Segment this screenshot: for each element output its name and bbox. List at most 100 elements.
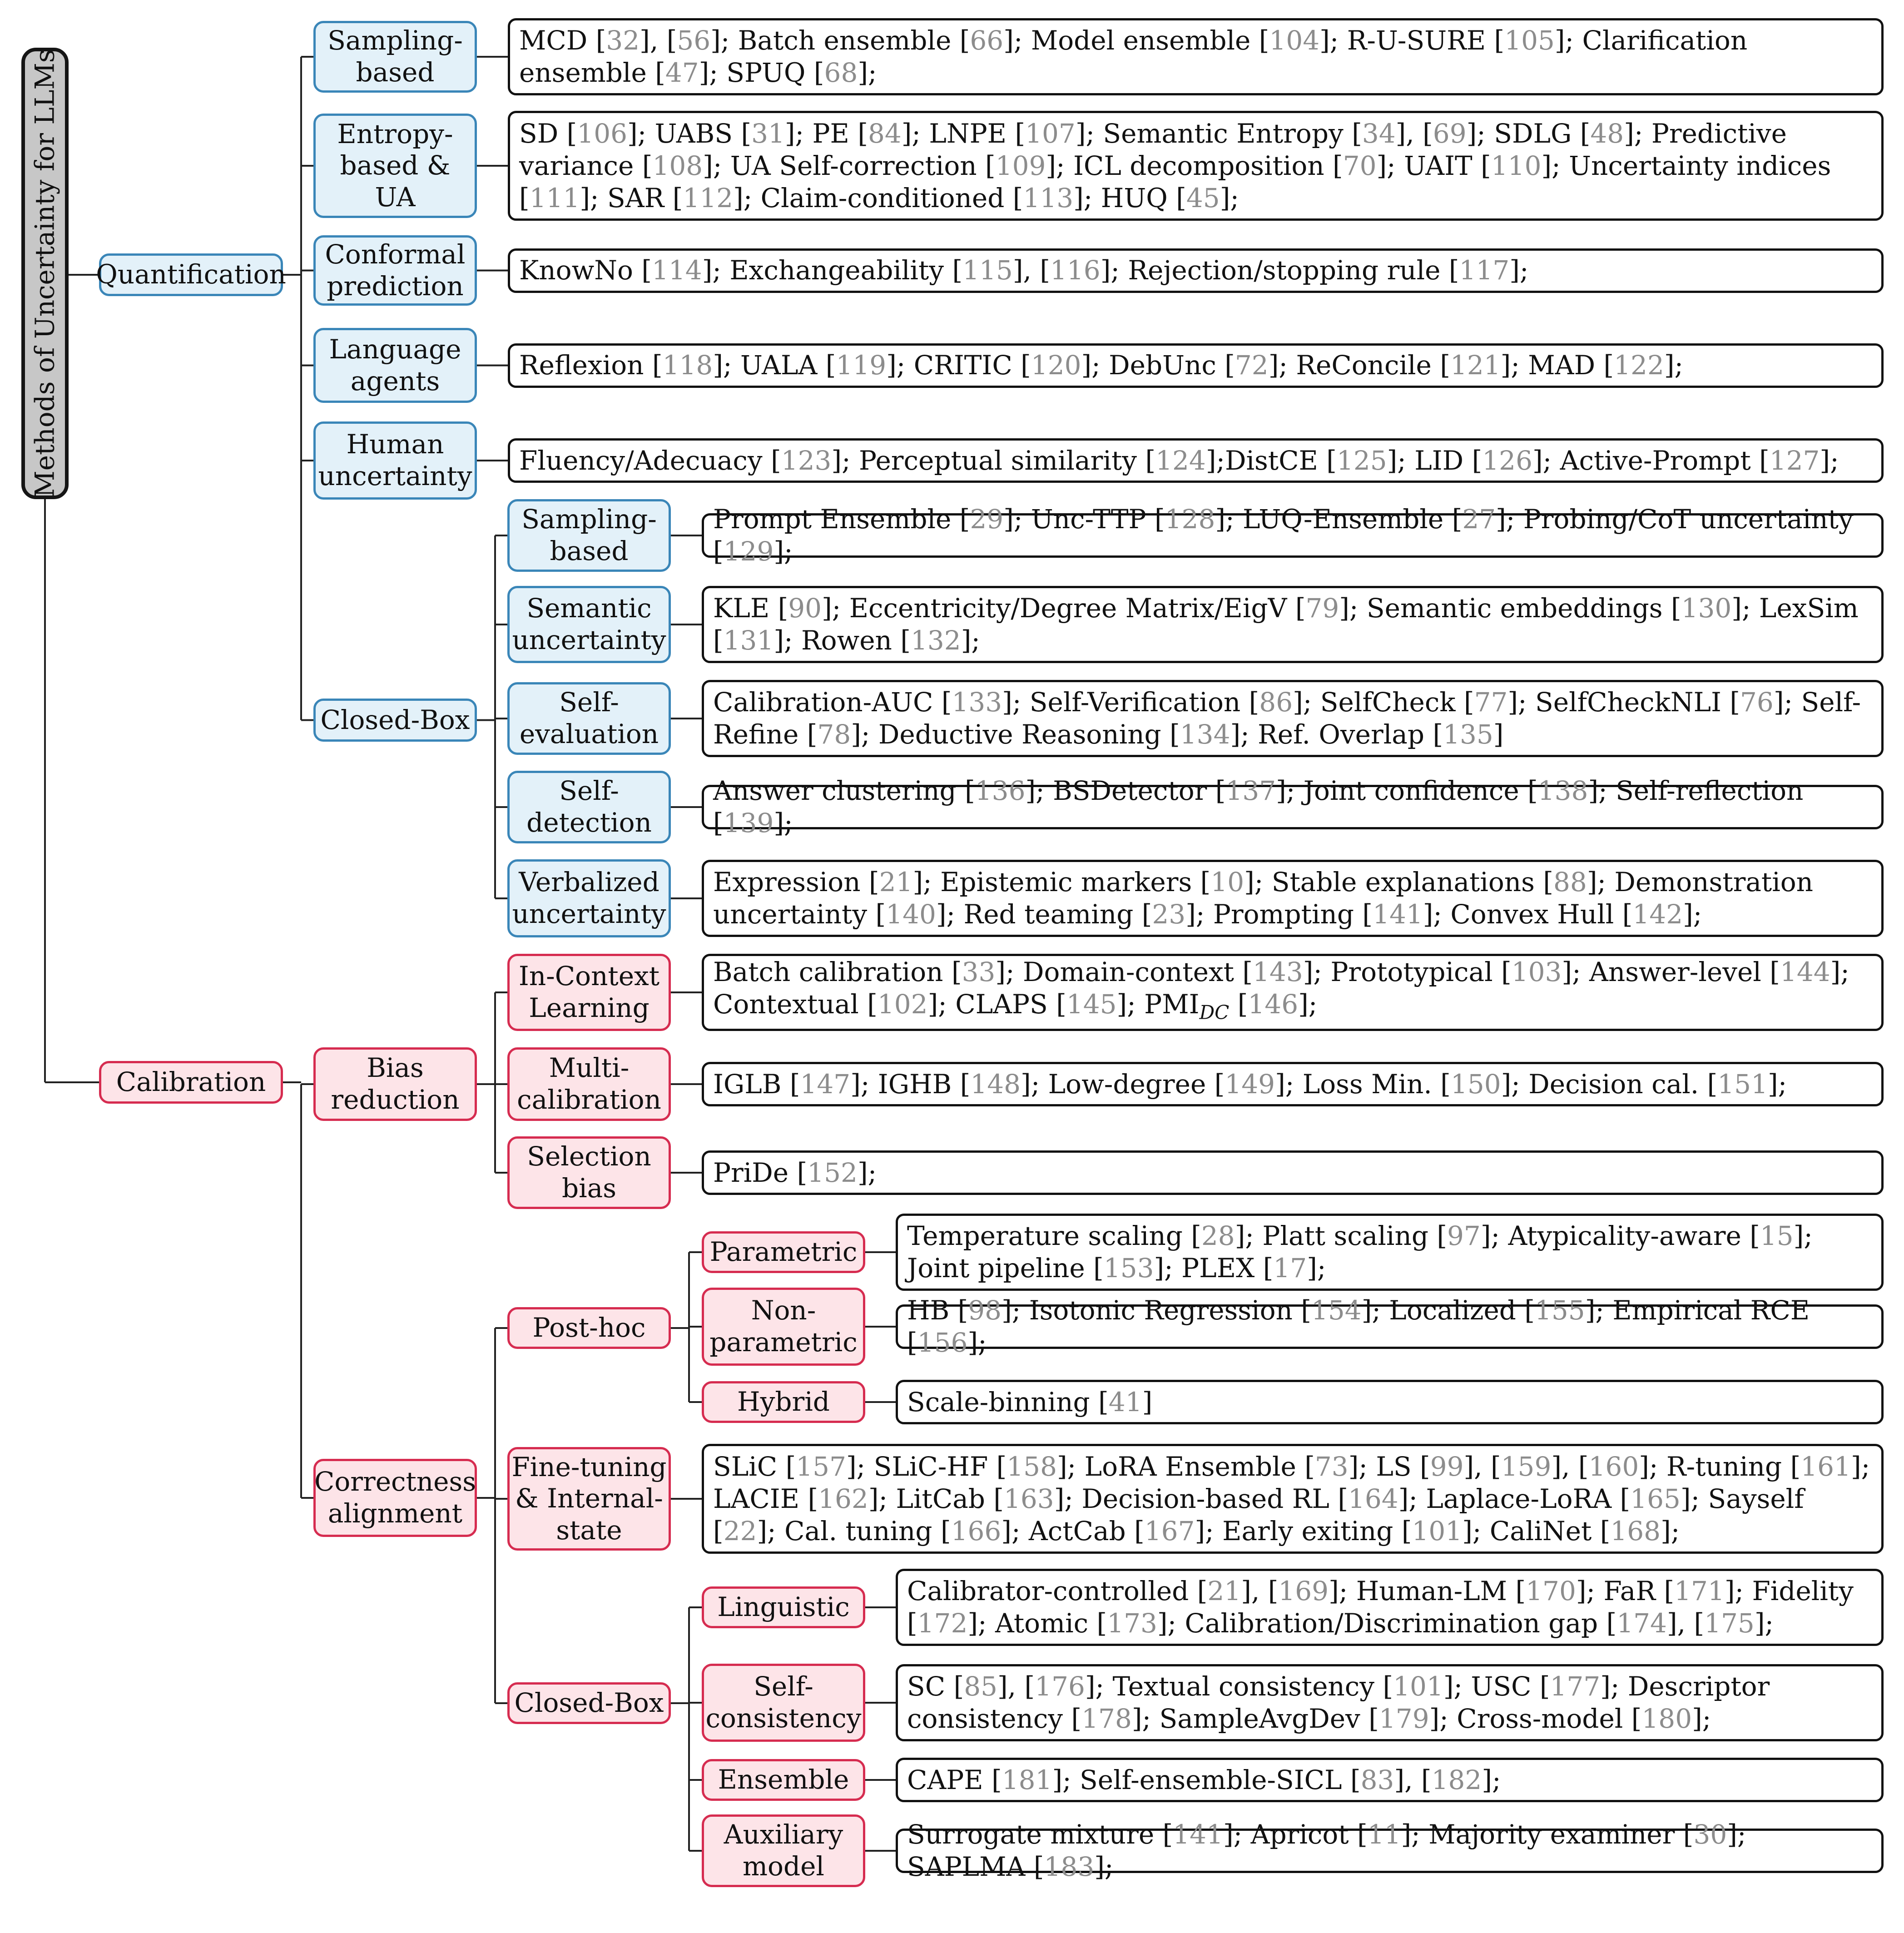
- leaf-self-detection: Answer clustering [136]; BSDetector [137…: [702, 775, 1884, 838]
- citation-ref: 73: [1314, 1451, 1349, 1482]
- citation-ref: 144: [1780, 957, 1830, 988]
- citation-ref: 101: [1393, 1671, 1443, 1702]
- node-label: Human uncertainty: [318, 429, 472, 491]
- citation-ref: 17: [1273, 1253, 1307, 1284]
- node-hybrid: Hybrid: [702, 1381, 865, 1423]
- citation-ref: 108: [652, 150, 703, 181]
- leaf-text: SC [85], [176]; Textual consistency [101…: [907, 1671, 1770, 1734]
- node-label: Ensemble: [718, 1764, 849, 1795]
- node-label: Auxiliary model: [724, 1819, 843, 1882]
- node-label: Fine-tuning & Internal-state: [511, 1451, 667, 1546]
- leaf-human-uncertainty: Fluency/Adecuacy [123]; Perceptual simil…: [508, 438, 1884, 483]
- leaf-conformal-prediction: KnowNo [114]; Exchangeability [115], [11…: [508, 248, 1884, 293]
- citation-ref: 182: [1431, 1764, 1482, 1795]
- citation-ref: 130: [1681, 593, 1732, 624]
- citation-ref: 30: [1693, 1819, 1727, 1850]
- citation-ref: 156: [917, 1327, 968, 1358]
- leaf-fine-tuning-internal-state: SLiC [157]; SLiC-HF [158]; LoRA Ensemble…: [702, 1444, 1884, 1554]
- node-label: Post-hoc: [532, 1312, 646, 1343]
- leaf-text: IGLB [147]; IGHB [148]; Low-degree [149]…: [713, 1068, 1787, 1100]
- leaf-linguistic: Calibrator-controlled [21], [169]; Human…: [896, 1569, 1884, 1646]
- node-linguistic: Linguistic: [702, 1586, 865, 1628]
- citation-ref: 76: [1740, 687, 1774, 718]
- node-semantic-uncertainty: Semantic uncertainty: [507, 586, 671, 663]
- node-self-consistency: Self-consistency: [702, 1664, 865, 1742]
- citation-ref: 133: [952, 687, 1002, 718]
- citation-ref: 137: [1225, 775, 1276, 806]
- node-label: Parametric: [709, 1236, 858, 1268]
- leaf-text: Surrogate mixture [141]; Apricot [11]; M…: [907, 1819, 1746, 1882]
- citation-ref: 32: [606, 25, 640, 56]
- citation-ref: 99: [1430, 1451, 1464, 1482]
- citation-ref: 126: [1482, 445, 1532, 476]
- citation-ref: 172: [917, 1608, 968, 1639]
- citation-ref: 33: [962, 957, 996, 988]
- citation-ref: 165: [1630, 1483, 1681, 1514]
- node-selection-bias: Selection bias: [507, 1136, 671, 1209]
- node-label: Bias reduction: [331, 1052, 460, 1115]
- node-label: Calibration: [116, 1066, 266, 1098]
- node-label: Language agents: [329, 333, 461, 397]
- citation-ref: 83: [1360, 1764, 1394, 1795]
- citation-ref: 123: [781, 445, 832, 476]
- citation-ref: 178: [1081, 1703, 1132, 1734]
- node-entropy-based-ua: Entropy-based & UA: [313, 114, 477, 218]
- node-self-evaluation: Self-evaluation: [507, 682, 671, 755]
- leaf-semantic-uncertainty: KLE [90]; Eccentricity/Degree Matrix/Eig…: [702, 586, 1884, 663]
- node-closed-box: Closed-Box: [507, 1682, 671, 1724]
- node-calibration: Calibration: [99, 1061, 283, 1104]
- node-auxiliary-model: Auxiliary model: [702, 1814, 865, 1887]
- node-in-context-learning: In-Context Learning: [507, 954, 671, 1031]
- citation-ref: 120: [1031, 350, 1081, 381]
- citation-ref: 70: [1343, 150, 1377, 181]
- leaf-text: Batch calibration [33]; Domain-context […: [713, 957, 1849, 1024]
- citation-ref: 145: [1066, 989, 1117, 1020]
- leaf-ensemble: CAPE [181]; Self-ensemble-SICL [83], [18…: [896, 1758, 1884, 1802]
- node-label: Multi-calibration: [517, 1052, 661, 1115]
- citation-ref: 166: [951, 1515, 1002, 1546]
- citation-ref: 117: [1459, 255, 1510, 286]
- node-non-parametric: Non-parametric: [702, 1288, 865, 1366]
- citation-ref: 119: [836, 350, 887, 381]
- citation-ref: 154: [1311, 1295, 1362, 1326]
- citation-ref: 136: [975, 775, 1026, 806]
- citation-ref: 134: [1180, 719, 1230, 750]
- leaf-text: KLE [90]; Eccentricity/Degree Matrix/Eig…: [713, 593, 1859, 656]
- citation-ref: 86: [1259, 687, 1293, 718]
- citation-ref: 90: [788, 593, 822, 624]
- citation-ref: 150: [1450, 1068, 1501, 1100]
- citation-ref: 112: [683, 182, 734, 213]
- node-sampling-based: Sampling-based: [313, 21, 477, 93]
- citation-ref: 111: [529, 182, 580, 213]
- node-closed-box: Closed-Box: [313, 699, 477, 742]
- node-quantification: Quantification: [96, 253, 286, 296]
- node-label: Linguistic: [717, 1591, 850, 1623]
- citation-ref: 151: [1717, 1068, 1768, 1100]
- citation-ref: 173: [1107, 1608, 1157, 1639]
- citation-ref: 68: [824, 57, 858, 88]
- citation-ref: 181: [1002, 1764, 1052, 1795]
- citation-ref: 28: [1201, 1220, 1235, 1251]
- leaf-non-parametric: HB [98]; Isotonic Regression [154]; Loca…: [896, 1295, 1884, 1358]
- citation-ref: 168: [1610, 1515, 1661, 1546]
- citation-ref: 128: [1165, 504, 1215, 535]
- citation-ref: 174: [1616, 1608, 1667, 1639]
- node-label: Conformal prediction: [325, 238, 466, 302]
- citation-ref: 180: [1641, 1703, 1692, 1734]
- citation-ref: 179: [1378, 1703, 1429, 1734]
- citation-ref: 102: [877, 989, 928, 1020]
- citation-ref: 69: [1433, 118, 1467, 149]
- citation-ref: 131: [723, 625, 774, 656]
- citation-ref: 115: [962, 255, 1013, 286]
- citation-ref: 132: [910, 625, 961, 656]
- leaf-text: Temperature scaling [28]; Platt scaling …: [907, 1220, 1813, 1284]
- citation-ref: 11: [1367, 1819, 1401, 1850]
- node-verbalized-uncertainty: Verbalized uncertainty: [507, 859, 671, 937]
- node-label: Entropy-based & UA: [337, 118, 453, 213]
- node-label: Self-detection: [526, 775, 652, 838]
- citation-ref: 106: [577, 118, 628, 149]
- citation-ref: 101: [1412, 1515, 1463, 1546]
- citation-ref: 149: [1225, 1068, 1275, 1100]
- citation-ref: 135: [1443, 719, 1493, 750]
- leaf-entropy-based-ua: SD [106]; UABS [31]; PE [84]; LNPE [107]…: [508, 111, 1884, 221]
